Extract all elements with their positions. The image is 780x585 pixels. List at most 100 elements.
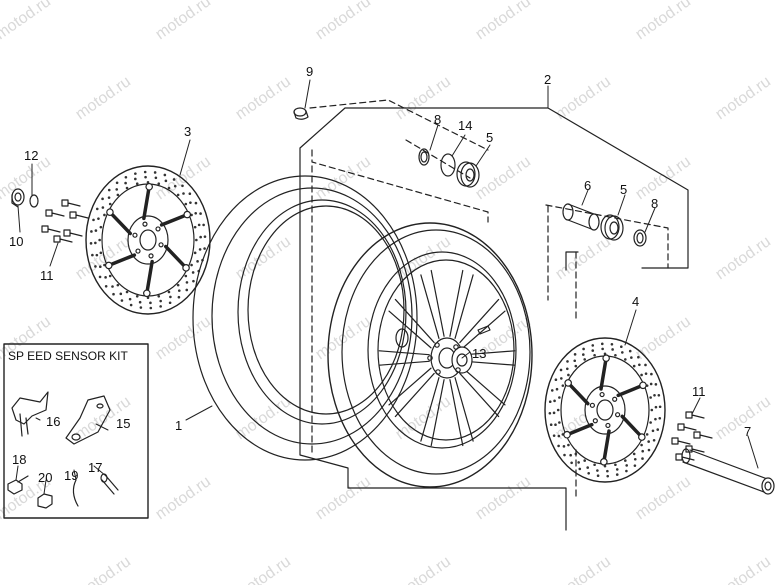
disc-hole [157,182,161,186]
disc-hole [103,213,106,217]
disc-hole [134,177,137,181]
disc-mount-hole [615,412,621,418]
part-9-cap [293,107,309,120]
disc-hole [97,217,100,220]
rim-spoke [459,298,506,349]
disc-hole [556,408,560,412]
disc-hole [573,359,577,363]
disc-hole [570,461,573,465]
disc-rivet [182,264,190,272]
disc-hole [552,434,556,437]
disc-hole [624,358,627,361]
disc-hole [640,373,643,377]
disc-hole [193,225,197,229]
watermark-text: motod.ru [633,473,694,523]
disc-hole [606,474,610,478]
disc-rivet [602,354,610,362]
rim-spoke [388,367,435,418]
disc-hole [558,421,561,424]
part-11-bolts-right [671,411,713,461]
disc-hole [628,349,632,353]
disc-hole [658,405,662,409]
disc-hole [563,453,566,457]
disc-hole [153,171,157,174]
disc-hole [557,434,561,438]
watermark-text: motod.ru [313,0,374,43]
disc-hole [654,383,658,386]
disc-hole [94,241,97,245]
callout-5-top: 5 [486,130,493,145]
disc-hole [621,351,624,354]
disc-carrier-arm [164,244,188,270]
disc-hole [135,182,139,186]
disc-hole [582,347,585,351]
disc-hole [582,353,585,356]
disc-hole [129,303,133,307]
disc-hole [167,290,171,294]
disc-carrier-arm [599,356,608,391]
disc-hole [552,411,556,415]
disc-hole [587,471,590,475]
disc-rivet [639,381,647,390]
callout-18: 18 [12,452,26,467]
watermark-text: motod.ru [553,553,614,585]
disc-hole [644,363,647,367]
rim-spoke [449,377,474,447]
disc-hole [637,355,640,359]
callout-7: 7 [744,424,751,439]
disc-hole [199,212,202,215]
disc-hole [644,372,648,375]
part-10-nut [11,188,25,208]
watermark-text: motod.ru [713,233,774,283]
watermark-text: motod.ru [473,473,534,523]
callout-12: 12 [24,148,38,163]
disc-mount-hole [155,226,161,232]
disc-hole [583,358,586,361]
disc-hole [641,457,644,460]
disc-hole [601,347,604,351]
disc-hole [107,196,111,199]
disc-hole [185,281,189,284]
disc-hole [647,448,651,452]
disc-hole [159,305,162,308]
watermark-text: motod.ru [713,73,774,123]
disc-hole [615,468,619,471]
disc-hole [591,344,595,347]
disc-hole [167,186,171,190]
rim-spoke [420,269,445,339]
watermark-text: motod.ru [553,233,614,283]
callout-14: 14 [458,118,472,133]
disc-rivet [638,433,646,441]
disc-hole [188,192,192,196]
disc-hole [181,184,184,188]
callout-10: 10 [9,234,23,249]
disc-hole [98,238,101,242]
part-8-ring-right [633,229,647,247]
disc-rivet [563,430,571,439]
watermark-text: motod.ru [153,0,214,43]
part-6-spacer [562,203,600,231]
callout-8-top: 8 [434,112,441,127]
disc-hole [202,223,205,227]
disc-hole [573,353,577,356]
disc-hole [101,197,104,201]
disc-hole [101,206,105,209]
disc-hole [611,348,614,351]
disc-mount-hole [605,422,611,429]
disc-hole [654,417,657,421]
disc-hole [124,181,127,185]
disc-hole [196,260,199,263]
callout-8-right: 8 [651,196,658,211]
disc-hole [606,469,609,473]
disc-hole [641,449,644,453]
disc-hole [191,271,195,274]
disc-mount-hole [142,221,148,227]
callout-9: 9 [306,64,313,79]
disc-hole [591,349,595,352]
watermark-text: motod.ru [153,473,214,523]
disc-hole [119,292,123,296]
callout-labels: 1 2 3 4 5 5 6 7 8 8 9 10 11 11 12 13 14 … [8,64,751,485]
watermark-text: motod.ru [153,313,214,363]
disc-hole [638,363,641,367]
disc-hole [593,463,596,467]
